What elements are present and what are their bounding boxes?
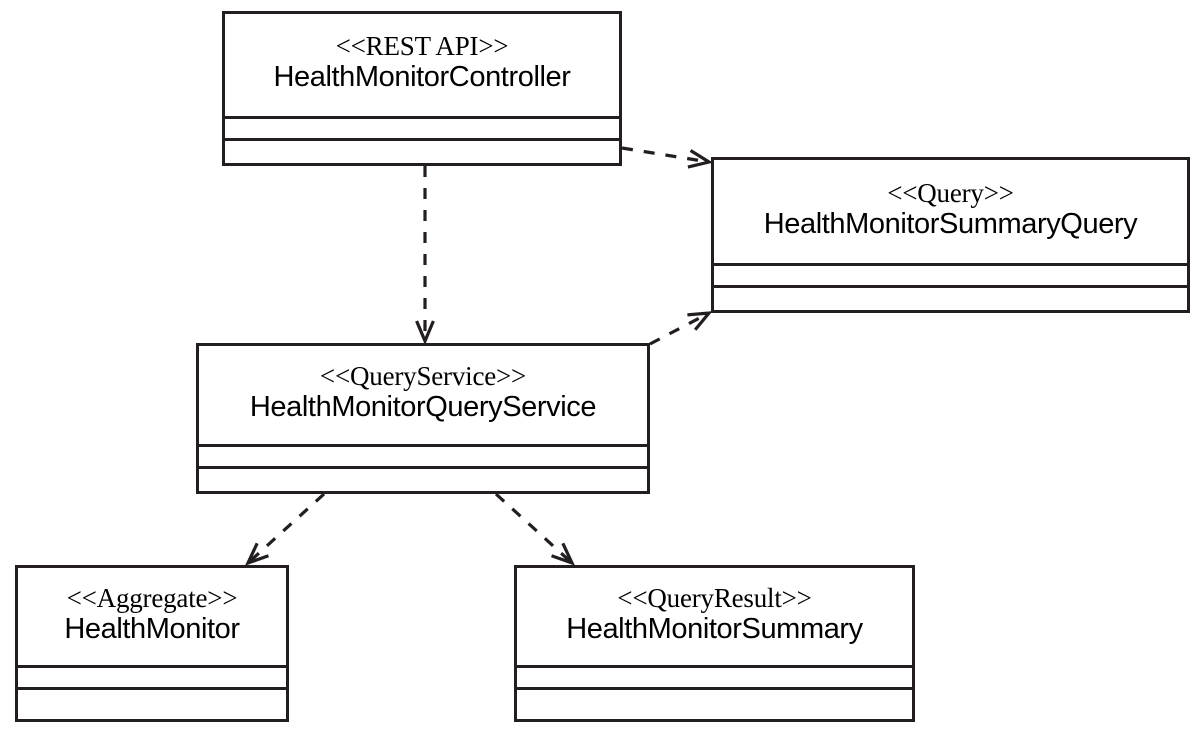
dependency-arrowhead: [687, 311, 713, 331]
name-compartment: <<Query>>HealthMonitorSummaryQuery: [714, 160, 1187, 263]
operations-compartment: [714, 285, 1187, 310]
class-name: HealthMonitorQueryService: [249, 391, 597, 424]
class-box-health-monitor-query-service[interactable]: <<QueryService>>HealthMonitorQueryServic…: [196, 343, 650, 494]
class-name: HealthMonitorSummaryQuery: [763, 207, 1138, 240]
class-box-health-monitor-summary[interactable]: <<QueryResult>>HealthMonitorSummary: [514, 565, 915, 722]
class-stereotype: <<QueryResult>>: [617, 582, 812, 613]
dependency-arrowhead: [687, 149, 714, 169]
attributes-compartment: [225, 116, 619, 138]
name-compartment: <<REST API>>HealthMonitorController: [225, 14, 619, 116]
dependency-line: [649, 312, 708, 346]
class-box-health-monitor-summary-query[interactable]: <<Query>>HealthMonitorSummaryQuery: [711, 157, 1190, 313]
name-compartment: <<Aggregate>>HealthMonitor: [18, 568, 286, 665]
class-stereotype: <<QueryService>>: [319, 361, 527, 392]
class-name: HealthMonitorSummary: [566, 612, 863, 645]
operations-compartment: [225, 138, 619, 163]
class-box-health-monitor[interactable]: <<Aggregate>>HealthMonitor: [15, 565, 289, 722]
dependency-arrowhead: [415, 320, 435, 346]
class-stereotype: <<Query>>: [887, 177, 1014, 208]
attributes-compartment: [199, 444, 647, 466]
attributes-compartment: [18, 665, 286, 687]
dependency-query-service-to-health-monitor: [244, 492, 326, 566]
dependency-line: [621, 146, 708, 164]
dependency-line: [494, 492, 572, 563]
class-box-health-monitor-controller[interactable]: <<REST API>>HealthMonitorController: [222, 11, 622, 166]
class-stereotype: <<Aggregate>>: [66, 582, 238, 613]
class-name: HealthMonitor: [64, 612, 240, 645]
name-compartment: <<QueryService>>HealthMonitorQueryServic…: [199, 346, 647, 444]
class-name: HealthMonitorController: [273, 61, 571, 94]
name-compartment: <<QueryResult>>HealthMonitorSummary: [517, 568, 912, 665]
dependency-line: [248, 492, 326, 563]
class-stereotype: <<REST API>>: [335, 31, 509, 62]
operations-compartment: [517, 687, 912, 719]
dependency-arrowhead: [551, 542, 576, 566]
dependency-arrowhead: [244, 542, 269, 566]
dependency-controller-to-query-service: [415, 166, 435, 346]
attributes-compartment: [517, 665, 912, 687]
attributes-compartment: [714, 263, 1187, 285]
dependency-controller-to-summary-query: [621, 146, 714, 169]
operations-compartment: [18, 687, 286, 719]
operations-compartment: [199, 466, 647, 491]
dependency-query-service-to-summary-query: [649, 311, 713, 346]
dependency-query-service-to-health-monitor-summary: [494, 492, 576, 566]
